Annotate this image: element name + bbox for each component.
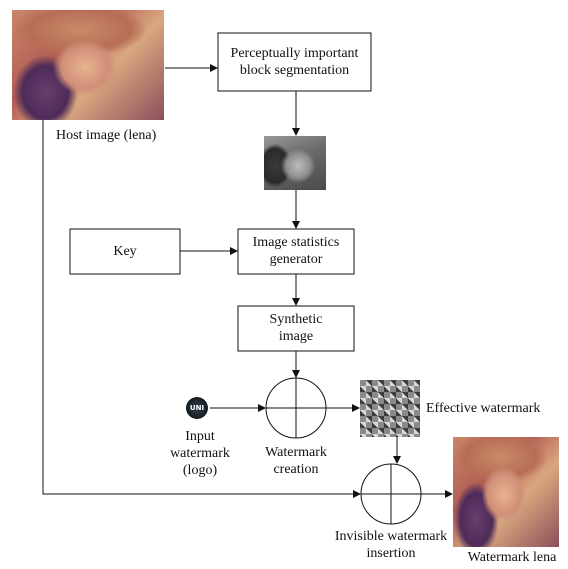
watermarked-lena-image: [453, 437, 559, 547]
input-watermark-caption: Input watermark (logo): [170, 429, 230, 478]
statistics-label: Image statistics generator: [252, 235, 340, 267]
host-image-caption: Host image (lena): [56, 128, 157, 143]
key-label: Key: [113, 244, 137, 259]
segmentation-label: Perceptually important block segmentatio…: [230, 46, 359, 78]
segmentation-box: [217, 32, 372, 92]
watermark-creation-caption: Watermark creation: [265, 445, 327, 477]
invisible-insertion-caption: Invisible watermark insertion: [334, 529, 448, 561]
effective-watermark-image: [360, 380, 420, 437]
effective-watermark-caption: Effective watermark: [426, 401, 541, 416]
logo-text: UNI: [189, 404, 205, 412]
synthetic-label: Synthetic image: [269, 312, 323, 344]
segmented-face-image: [264, 136, 326, 190]
key-box: [69, 228, 181, 275]
statistics-box: [237, 228, 355, 275]
input-logo-image: UNI: [186, 397, 208, 419]
host-lena-image: [12, 10, 164, 120]
synthetic-box: [237, 305, 355, 352]
watermark-lena-caption: Watermark lena: [467, 550, 557, 565]
arrow-host-to-insertion: [42, 120, 361, 498]
